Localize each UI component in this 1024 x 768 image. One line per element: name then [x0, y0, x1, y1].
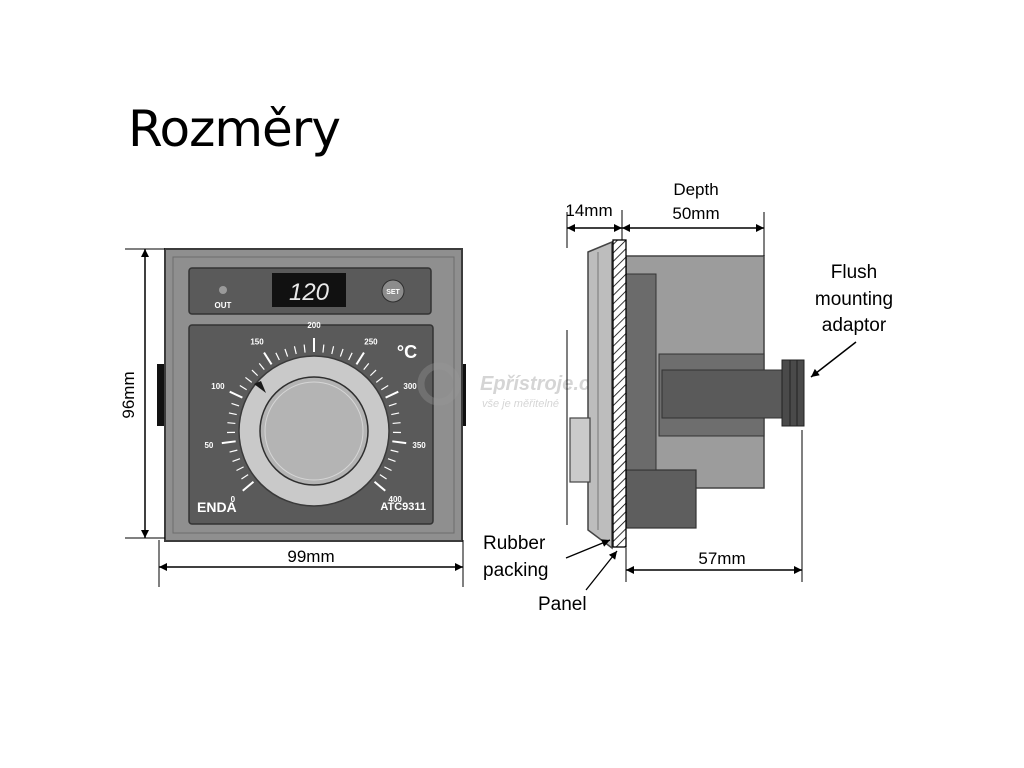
watermark-logo-icon [417, 362, 461, 406]
setpoint-knob[interactable] [259, 376, 369, 486]
dial-tick [348, 352, 353, 361]
dial-tick [375, 376, 383, 383]
dial-tick [284, 348, 289, 357]
knob-pointer-icon [254, 381, 266, 393]
rear-depth-label: 57mm [698, 549, 745, 568]
rubber-label-line1: Rubber [483, 533, 546, 554]
dial-tick [236, 466, 244, 472]
dial-tick [251, 369, 259, 377]
dial-tick [379, 474, 387, 480]
dial-tick [392, 440, 407, 445]
dial-scale-label: 200 [307, 321, 321, 330]
dial-scale-label: 400 [389, 495, 403, 504]
dial-scale-ticks [221, 338, 407, 492]
left-mounting-clip [157, 364, 166, 426]
panel-wall [612, 239, 627, 548]
dial-scale-label: 250 [364, 338, 378, 347]
display-readout: 120 [289, 279, 330, 306]
dial-tick [263, 352, 273, 365]
dial-scale-label: 0 [231, 495, 236, 504]
dial-tick [275, 352, 280, 361]
dial-tick [258, 363, 265, 370]
adaptor-label-line2: mounting [815, 289, 893, 310]
front-knob-profile [569, 417, 591, 483]
panel-callout-arrow [585, 550, 618, 591]
dial-tick [387, 458, 396, 463]
dial-tick [229, 390, 243, 399]
dial-tick [322, 344, 325, 353]
dial-tick [369, 369, 377, 377]
brand-logo-text: ENDA [197, 499, 237, 515]
dial-tick [221, 440, 236, 445]
set-button[interactable] [381, 279, 405, 303]
dial-tick [388, 402, 397, 407]
dial-tick [392, 422, 401, 425]
dial-tick [293, 346, 297, 355]
height-dimension-label: 96mm [119, 371, 138, 418]
dial-scale-label: 50 [204, 441, 213, 450]
out-label: OUT [215, 301, 232, 310]
dial-tick [303, 344, 306, 353]
seven-segment-display [272, 273, 346, 307]
dial-scale-label: 350 [412, 441, 426, 450]
watermark-tagline: vše je měřitelné [482, 398, 559, 410]
dial-tick [232, 458, 241, 463]
dial-scale-label: 150 [250, 338, 264, 347]
out-led-icon [219, 286, 227, 294]
dial-tick [241, 474, 249, 480]
dial-tick [385, 390, 399, 399]
dial-tick [381, 385, 389, 391]
dial-tick [242, 481, 255, 492]
adaptor-label-line1: Flush [831, 262, 877, 283]
rubber-callout-arrow [565, 539, 611, 559]
width-dimension-label: 99mm [287, 547, 334, 566]
dial-tick [239, 385, 247, 391]
dial-tick [228, 412, 237, 416]
dial-tick [339, 348, 344, 357]
dial-tick [331, 346, 335, 355]
depth-label-line1: Depth [673, 180, 718, 199]
dial-tick [245, 376, 253, 383]
dial-tick [391, 412, 400, 416]
watermark: Epřístroje.cz vše je měřitelné [417, 362, 600, 410]
adaptor-callout-arrow [810, 341, 857, 378]
page-title: Rozměry [128, 100, 341, 158]
dial-tick [384, 466, 392, 472]
model-label: ATC9311 [380, 501, 426, 513]
rubber-label-line2: packing [483, 560, 549, 581]
dial-tick [355, 352, 365, 365]
dial-tick [373, 481, 386, 492]
dial-tick [231, 402, 240, 407]
unit-symbol: °C [397, 342, 417, 362]
panel-label: Panel [538, 594, 587, 615]
adaptor-label-line3: adaptor [822, 315, 887, 336]
dial-tick [390, 449, 399, 453]
dial-tick [229, 449, 238, 453]
dial-scale-label: 300 [403, 382, 417, 391]
front-depth-label: 14mm [565, 201, 612, 220]
front-bezel-profile [587, 240, 613, 550]
dial-tick [363, 363, 370, 370]
depth-label-line2: 50mm [672, 204, 719, 223]
watermark-brand: Epřístroje.cz [480, 373, 600, 395]
adaptor-shaft [661, 369, 783, 419]
dial-scale-labels: 0 50 100 150 200 250 300 350 400 [204, 321, 426, 504]
lower-housing [625, 469, 697, 529]
side-view: 14mm Depth 50mm 57mm Flush mounting adap… [483, 180, 893, 615]
adaptor-nut [781, 359, 805, 427]
dial-tick [227, 422, 236, 425]
set-button-label: SET [386, 289, 400, 296]
dial-scale-label: 100 [211, 382, 225, 391]
